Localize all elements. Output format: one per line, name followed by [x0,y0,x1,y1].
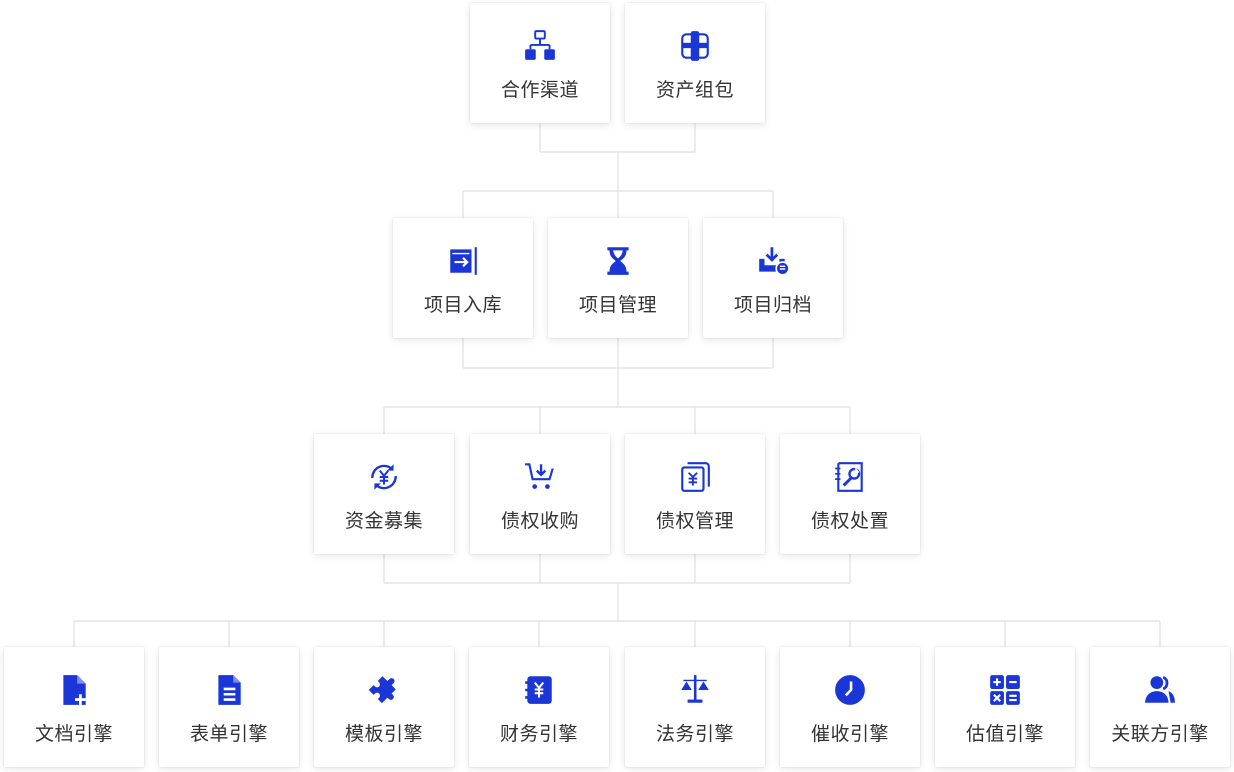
node-label: 债权管理 [655,510,734,532]
node-caiwu-yinqing[interactable]: 财务引擎 [469,647,609,767]
node-label: 资金募集 [344,510,423,532]
node-zijin-muji[interactable]: 资金募集 [314,434,454,554]
node-zhaiquan-chuzhi[interactable]: 债权处置 [780,434,920,554]
wrench-document-icon [833,460,867,494]
node-xiangmu-guanli[interactable]: 项目管理 [548,218,688,338]
inbox-arrow-icon [446,244,480,278]
puzzle-icon [367,673,401,707]
node-label: 资产组包 [655,79,734,101]
node-xiangmu-ruku[interactable]: 项目入库 [393,218,533,338]
users-icon [1143,673,1177,707]
node-label: 估值引擎 [965,723,1044,745]
cart-icon [523,460,557,494]
node-label: 模板引擎 [344,723,423,745]
node-zhaiquan-guanli[interactable]: 债权管理 [625,434,765,554]
hourglass-icon [601,244,635,278]
node-cuishou-yinqing[interactable]: 催收引擎 [780,647,920,767]
form-icon [212,673,246,707]
node-hezuo-qudao[interactable]: 合作渠道 [470,3,610,123]
node-guzhi-yinqing[interactable]: 估值引擎 [935,647,1075,767]
node-guanlianfang-yinqing[interactable]: 关联方引擎 [1090,647,1230,767]
package-icon [678,29,712,63]
file-plus-icon [57,673,91,707]
clock-icon [833,673,867,707]
node-zhaiquan-shougou[interactable]: 债权收购 [470,434,610,554]
node-wendang-yinqing[interactable]: 文档引擎 [4,647,144,767]
node-biaodan-yinqing[interactable]: 表单引擎 [159,647,299,767]
node-label: 项目入库 [423,294,502,316]
node-fawu-yinqing[interactable]: 法务引擎 [625,647,765,767]
node-label: 表单引擎 [189,723,268,745]
org-chart-icon [523,29,557,63]
scales-icon [678,673,712,707]
node-label: 关联方引擎 [1111,723,1209,745]
node-zichan-zubao[interactable]: 资产组包 [625,3,765,123]
node-label: 项目归档 [733,294,812,316]
yuan-document-icon [678,460,712,494]
node-label: 项目管理 [578,294,657,316]
node-label: 财务引擎 [499,723,578,745]
node-label: 法务引擎 [655,723,734,745]
archive-download-icon [756,244,790,278]
yuan-refresh-icon [367,460,401,494]
node-label: 催收引擎 [810,723,889,745]
node-xiangmu-guidang[interactable]: 项目归档 [703,218,843,338]
node-label: 债权处置 [810,510,889,532]
node-label: 文档引擎 [34,723,113,745]
yuan-notebook-icon [522,673,556,707]
calculator-icon [988,673,1022,707]
node-label: 债权收购 [500,510,579,532]
node-label: 合作渠道 [500,79,579,101]
node-muban-yinqing[interactable]: 模板引擎 [314,647,454,767]
